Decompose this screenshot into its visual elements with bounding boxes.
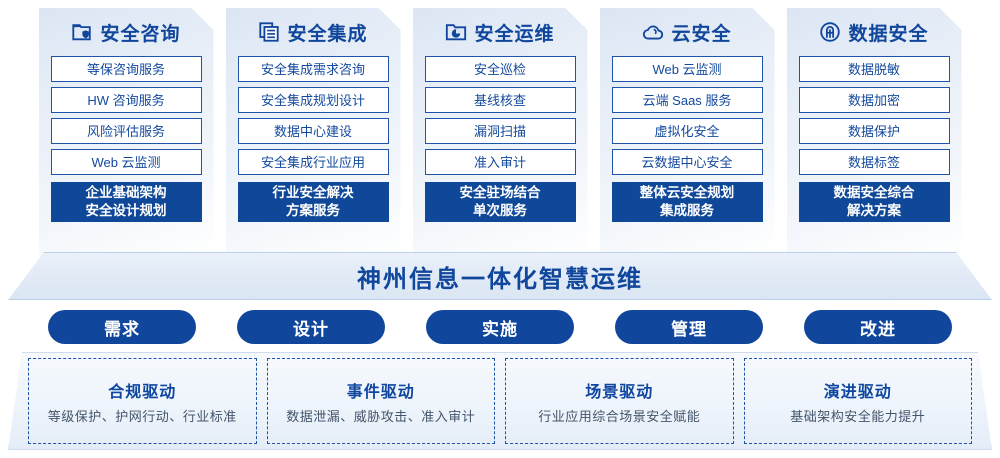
service-item[interactable]: 数据加密 [799,87,950,113]
column-items: 数据脱敏数据加密数据保护数据标签数据安全综合解决方案 [787,56,962,222]
cloud-icon [642,21,664,43]
service-item[interactable]: 虚拟化安全 [612,118,763,144]
service-highlight[interactable]: 安全驻场结合单次服务 [425,182,576,222]
lifecycle-pills: 需求 设计 实施 管理 改进 [0,310,1000,344]
service-highlight-line: 数据安全综合 [833,185,915,200]
service-item[interactable]: 数据标签 [799,149,950,175]
column-header: 安全咨询 [39,8,214,56]
service-highlight-line: 企业基础架构 [85,185,167,200]
driver-card-2: 事件驱动数据泄漏、威胁攻击、准入审计 [266,358,495,444]
driver-subtitle: 数据泄漏、威胁攻击、准入审计 [286,408,476,424]
column-title: 云安全 [671,23,732,45]
service-item[interactable]: 安全集成行业应用 [238,149,389,175]
service-highlight[interactable]: 企业基础架构安全设计规划 [51,182,202,222]
column-header: 云安全 [600,8,775,56]
service-item[interactable]: 数据保护 [799,118,950,144]
service-highlight[interactable]: 数据安全综合解决方案 [799,182,950,222]
column-items: 安全集成需求咨询安全集成规划设计数据中心建设安全集成行业应用行业安全解决方案服务 [226,56,401,222]
lifecycle-pill-4[interactable]: 管理 [615,310,763,344]
column-items: 等保咨询服务 HW 咨询服务风险评估服务 Web 云监测企业基础架构安全设计规划 [39,56,214,222]
service-highlight-line: 安全设计规划 [85,203,167,218]
service-highlight-line: 集成服务 [660,203,714,218]
driver-title: 场景驱动 [585,383,654,401]
service-highlight-line: 方案服务 [286,203,340,218]
service-item[interactable]: 云数据中心安全 [612,149,763,175]
column-title: 安全咨询 [100,23,181,45]
service-columns: 安全咨询等保咨询服务 HW 咨询服务风险评估服务 Web 云监测企业基础架构安全设计… [0,8,1000,256]
driver-subtitle: 基础架构安全能力提升 [790,408,926,424]
service-item[interactable]: 数据脱敏 [799,56,950,82]
service-highlight-line: 单次服务 [473,203,527,218]
lifecycle-pill-1[interactable]: 需求 [48,310,196,344]
service-item[interactable]: 基线核查 [425,87,576,113]
integration-banner-textwrap: 神州信息一体化智慧运维 [8,252,992,300]
service-column-3: 安全运维安全巡检基线核查漏洞扫描准入审计安全驻场结合单次服务 [413,8,588,256]
lifecycle-pill-3[interactable]: 实施 [426,310,574,344]
column-title: 安全运维 [474,23,555,45]
service-highlight-line: 整体云安全规划 [639,185,735,200]
service-item[interactable]: 漏洞扫描 [425,118,576,144]
service-item[interactable]: 安全集成规划设计 [238,87,389,113]
fingerprint-icon [819,21,841,43]
driver-subtitle: 行业应用综合场景安全赋能 [538,408,701,424]
column-header: 安全集成 [226,8,401,56]
service-item[interactable]: 数据中心建设 [238,118,389,144]
service-highlight[interactable]: 整体云安全规划集成服务 [612,182,763,222]
service-column-1: 安全咨询等保咨询服务 HW 咨询服务风险评估服务 Web 云监测企业基础架构安全设计… [39,8,214,256]
integration-banner-title: 神州信息一体化智慧运维 [357,265,643,293]
folder-shield-icon [71,21,93,43]
service-item[interactable]: Web 云监测 [51,149,202,175]
driver-title: 演进驱动 [823,383,892,401]
service-highlight-line: 解决方案 [847,203,901,218]
column-header: 数据安全 [787,8,962,56]
driver-card-3: 场景驱动行业应用综合场景安全赋能 [505,358,734,444]
service-column-5: 数据安全数据脱敏数据加密数据保护数据标签数据安全综合解决方案 [787,8,962,256]
column-header: 安全运维 [413,8,588,56]
stacked-documents-icon [258,21,280,43]
service-highlight[interactable]: 行业安全解决方案服务 [238,182,389,222]
service-item[interactable]: 安全巡检 [425,56,576,82]
service-column-2: 安全集成安全集成需求咨询安全集成规划设计数据中心建设安全集成行业应用行业安全解决… [226,8,401,256]
service-item[interactable]: HW 咨询服务 [51,87,202,113]
drivers-list: 合规驱动等级保护、护网行动、行业标准事件驱动数据泄漏、威胁攻击、准入审计场景驱动… [28,358,972,444]
service-item[interactable]: 风险评估服务 [51,118,202,144]
column-title: 安全集成 [287,23,368,45]
service-item[interactable]: 安全集成需求咨询 [238,56,389,82]
driver-card-1: 合规驱动等级保护、护网行动、行业标准 [28,358,257,444]
service-highlight-line: 安全驻场结合 [459,185,541,200]
integration-banner [8,252,992,300]
column-items: 安全巡检基线核查漏洞扫描准入审计安全驻场结合单次服务 [413,56,588,222]
driver-subtitle: 等级保护、护网行动、行业标准 [47,408,237,424]
service-item[interactable]: 准入审计 [425,149,576,175]
service-item[interactable]: 云端 Saas 服务 [612,87,763,113]
column-items: Web 云监测云端 Saas 服务虚拟化安全云数据中心安全整体云安全规划集成服务 [600,56,775,222]
lifecycle-pill-2[interactable]: 设计 [237,310,385,344]
service-item[interactable]: Web 云监测 [612,56,763,82]
service-item[interactable]: 等保咨询服务 [51,56,202,82]
column-title: 数据安全 [848,23,929,45]
lifecycle-pill-5[interactable]: 改进 [804,310,952,344]
drivers-panel [8,352,992,450]
driver-card-4: 演进驱动基础架构安全能力提升 [743,358,972,444]
service-highlight-line: 行业安全解决 [272,185,354,200]
driver-title: 合规驱动 [108,383,177,401]
driver-title: 事件驱动 [346,383,415,401]
folder-chart-icon [445,21,467,43]
service-column-4: 云安全 Web 云监测云端 Saas 服务虚拟化安全云数据中心安全整体云安全规划集… [600,8,775,256]
